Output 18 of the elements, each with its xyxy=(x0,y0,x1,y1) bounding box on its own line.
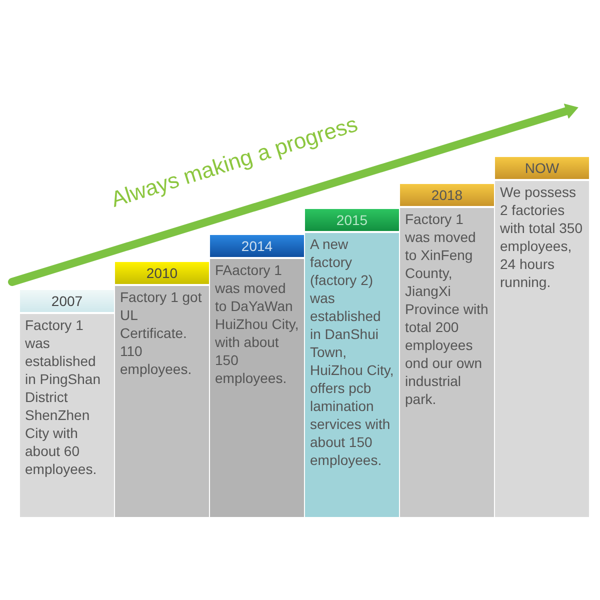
milestone-text: Factory 1 got UL Certificate. 110 employees. xyxy=(119,288,203,379)
year-header: 2007 xyxy=(20,290,114,312)
milestone-text: Factory 1 was moved to XinFeng County, JiangXi Province with total 200 employees ond our own industrial park. xyxy=(404,210,490,409)
milestone-column xyxy=(114,262,209,517)
year-header: 2015 xyxy=(305,209,399,231)
milestone-text: Factory 1 was established in PingShan District ShenZhen City with about 60 employees. xyxy=(24,316,102,479)
year-header: 2018 xyxy=(400,184,494,206)
year-header: NOW xyxy=(495,157,589,179)
milestone-text: A new factory (factory 2) was established in DanShui Town, HuiZhou City, offers pcb lamination services with about 150 employees. xyxy=(309,235,395,470)
year-header: 2014 xyxy=(210,235,304,257)
milestone-column xyxy=(19,290,114,517)
milestone-column xyxy=(304,209,399,517)
milestone-text: We possess 2 factories with total 350 employees, 24 hours running. xyxy=(499,183,584,292)
milestone-text: FAactory 1 was moved to DaYaWan HuiZhou City, with about 150 employees. xyxy=(214,261,300,388)
milestone-column xyxy=(209,235,304,517)
year-header: 2010 xyxy=(115,262,209,284)
milestone-column xyxy=(399,184,494,517)
milestone-column xyxy=(494,157,589,517)
